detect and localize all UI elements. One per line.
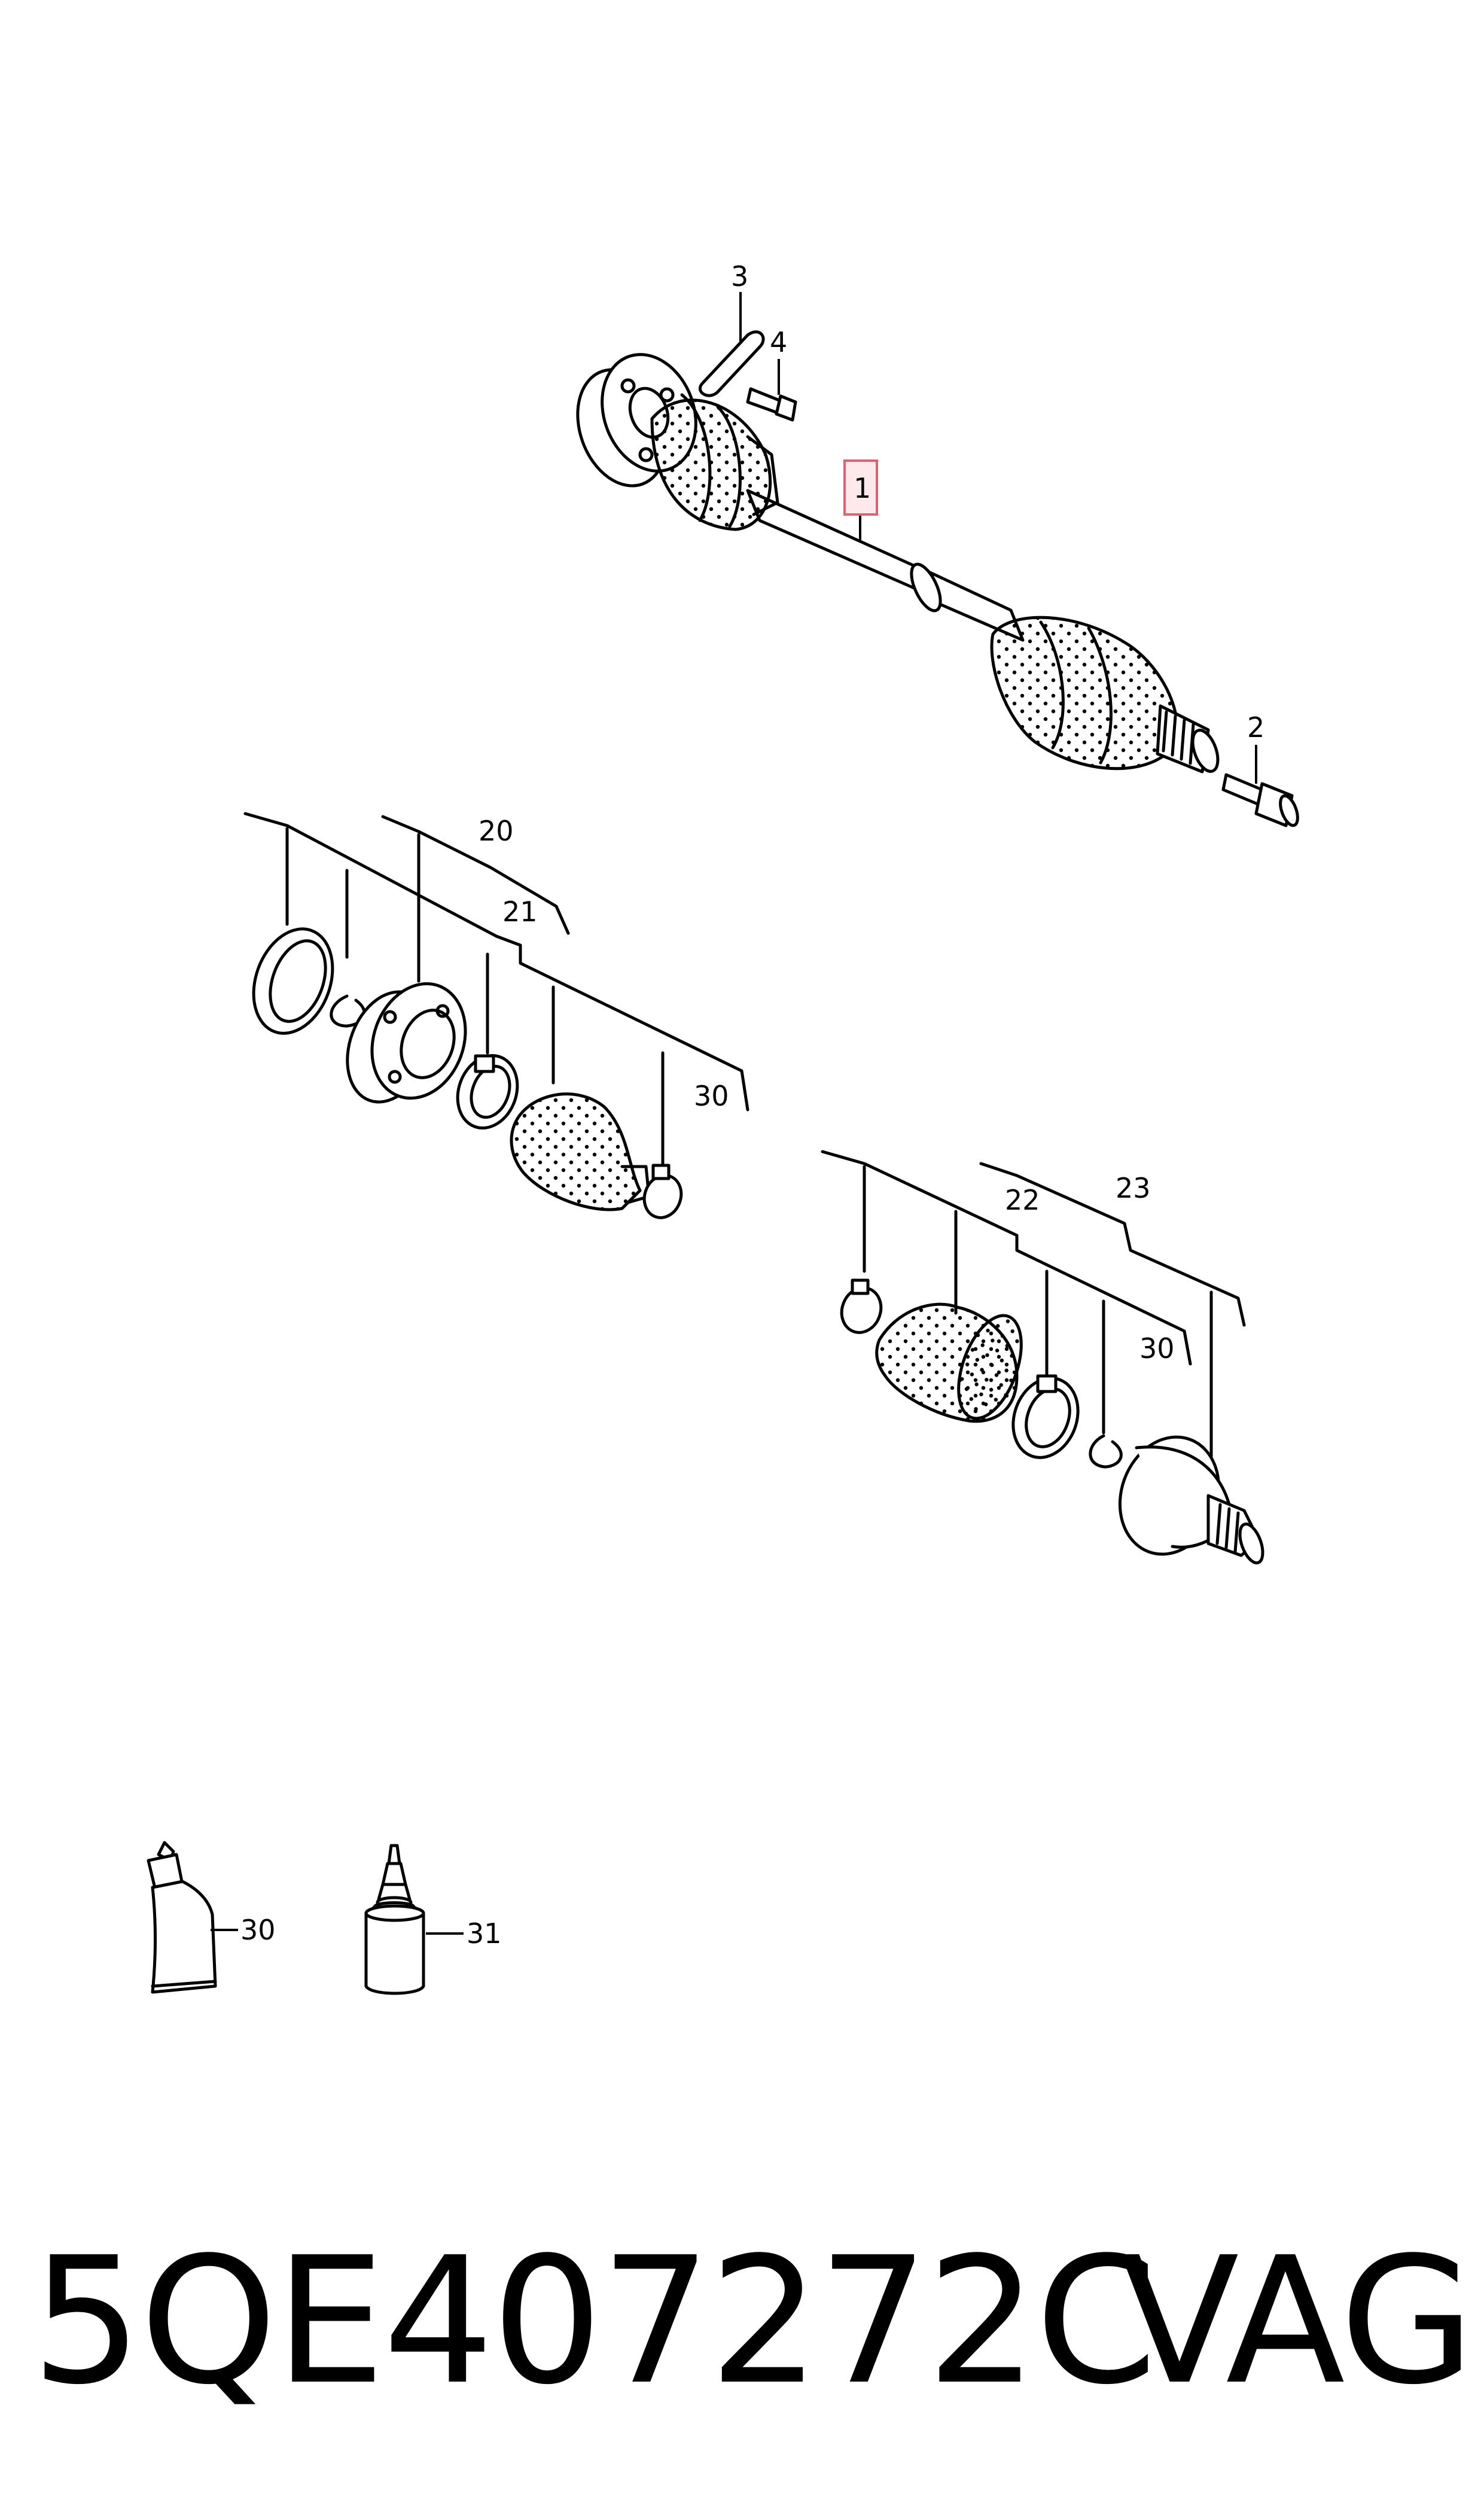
callout-1: 1 — [854, 472, 871, 504]
callout-21: 21 — [502, 896, 538, 928]
callout-3: 3 — [731, 260, 748, 293]
inner-joint-kit — [821, 1150, 1264, 1564]
part-number: 5QE407272C — [31, 2219, 1157, 2423]
adhesive-bottle-icon — [364, 1844, 425, 1995]
callout-30-grease: 30 — [240, 1914, 276, 1946]
callout-4: 4 — [770, 326, 787, 358]
callout-2: 2 — [1247, 711, 1264, 744]
brand-name: VAG — [1120, 2219, 1475, 2423]
callout-22: 22 — [1005, 1184, 1040, 1216]
grease-tube-icon — [147, 1841, 217, 1994]
drive-shaft-assembly — [576, 330, 1299, 827]
callout-20: 20 — [479, 815, 514, 847]
callout-31: 31 — [467, 1917, 502, 1950]
part-number-footer: 5QE407272C VAG — [31, 2225, 1475, 2417]
callout-30-inner-kit: 30 — [1139, 1332, 1175, 1365]
outer-joint-kit — [243, 812, 749, 1219]
callout-30-outer-kit: 30 — [694, 1080, 729, 1112]
highlight-callout-box — [843, 459, 878, 516]
callout-23: 23 — [1116, 1172, 1151, 1204]
